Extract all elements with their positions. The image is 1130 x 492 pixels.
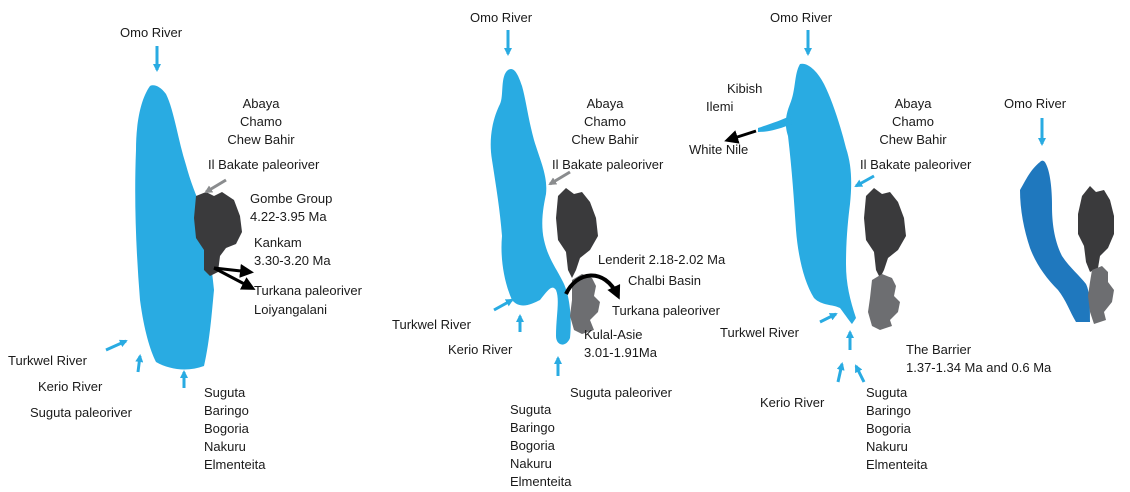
p2-chew-bahir-label: Chew Bahir (571, 132, 639, 147)
p3-turkwel-arrow (819, 312, 838, 324)
p1-lake (135, 85, 214, 370)
p3-kerio-label: Kerio River (760, 395, 825, 410)
p3-nakuru-label: Nakuru (866, 439, 908, 454)
p1-kerio-arrow (135, 354, 144, 373)
p3-bogoria-label: Bogoria (866, 421, 911, 436)
p2-il-bakate-arrow (548, 170, 571, 186)
p1-north-lakes: Abaya Chamo Chew Bahir (216, 95, 306, 149)
p4-lake (1020, 160, 1090, 322)
p1-abaya-label: Abaya (242, 96, 280, 111)
p1-chamo-label: Chamo (240, 114, 282, 129)
p1-kankam-arrow-2 (213, 266, 256, 290)
p1-chew-bahir-label: Chew Bahir (227, 132, 295, 147)
p2-abaya-label: Abaya (586, 96, 624, 111)
p2-turkwel-label: Turkwel River (392, 317, 471, 332)
p2-kerio-label: Kerio River (448, 342, 513, 357)
p1-baringo-label: Baringo (204, 403, 249, 418)
p1-il-bakate-label: Il Bakate paleoriver (208, 157, 320, 172)
p1-kankam-arrow-1 (213, 263, 254, 278)
p3-turkwel-label: Turkwel River (720, 325, 799, 340)
p3-kibish-label: Kibish (727, 81, 763, 96)
p1-gombe-block: Gombe Group 4.22-3.95 Ma (250, 190, 332, 226)
p2-bogoria-label: Bogoria (510, 438, 555, 453)
p1-turkana-paleo-label: Turkana paleoriver (254, 283, 362, 298)
p3-chew-bahir-label: Chew Bahir (879, 132, 947, 147)
p2-nakuru-label: Nakuru (510, 456, 552, 471)
p3-chamo-label: Chamo (892, 114, 934, 129)
p3-white-nile-arrow (724, 129, 757, 144)
p1-loiyangalani-label: Loiyangalani (254, 302, 328, 317)
p3-barrier-volcanic (868, 274, 900, 330)
p3-kibish-channel (758, 116, 792, 132)
p1-suguta-paleo-label: Suguta paleoriver (30, 405, 132, 420)
p2-kulal-volcanic (570, 274, 600, 334)
p2-turkwel-arrow (493, 298, 514, 312)
p3-volcanic-dark (864, 188, 906, 278)
p3-il-bakate-label: Il Bakate paleoriver (860, 157, 972, 172)
p3-il-bakate-arrow (854, 174, 875, 188)
p4-volcanic-mid (1088, 266, 1114, 324)
p1-bogoria-label: Bogoria (204, 421, 249, 436)
p1-kankam-age: 3.30-3.20 Ma (254, 253, 331, 268)
p2-chamo-label: Chamo (584, 114, 626, 129)
p2-il-bakate-label: Il Bakate paleoriver (552, 157, 664, 172)
p3-lake (785, 63, 856, 324)
p3-baringo-label: Baringo (866, 403, 911, 418)
p2-lake (490, 68, 571, 345)
p1-nakuru-label: Nakuru (204, 439, 246, 454)
p1-omo-label: Omo River (120, 25, 183, 40)
p3-north-lakes: Abaya Chamo Chew Bahir (868, 95, 958, 149)
p3-kerio-arrow (836, 362, 845, 383)
p1-kerio-label: Kerio River (38, 379, 103, 394)
p3-suguta-label: Suguta (866, 385, 908, 400)
p2-lenderit-arrow (564, 273, 621, 300)
p3-white-nile-label: White Nile (689, 142, 749, 157)
p3-barrier-age: 1.37-1.34 Ma and 0.6 Ma (906, 360, 1052, 375)
p3-ilemi-label: Ilemi (706, 99, 734, 114)
p2-lenderit-label: Lenderit 2.18-2.02 Ma (598, 252, 726, 267)
p4-omo-label: Omo River (1004, 96, 1067, 111)
p1-elmenteita-label: Elmenteita (204, 457, 266, 472)
p1-south-lakes: Suguta Baringo Bogoria Nakuru Elmenteita (204, 384, 265, 474)
p2-turkana-paleo-label: Turkana paleoriver (612, 303, 720, 318)
p2-suguta-paleo-label: Suguta paleoriver (570, 385, 672, 400)
p1-turkwel-label: Turkwel River (8, 353, 87, 368)
p2-kulal-age: 3.01-1.91Ma (584, 345, 657, 360)
p3-abaya-label: Abaya (894, 96, 932, 111)
p3-omo-label: Omo River (770, 10, 833, 25)
p1-turkwel-arrow (105, 339, 128, 352)
p3-suguta-arrow (854, 364, 866, 383)
p2-suguta-label: Suguta (510, 402, 552, 417)
p1-kankam-label: Kankam (254, 235, 302, 250)
p2-chalbi-label: Chalbi Basin (628, 273, 701, 288)
p3-barrier-block: The Barrier 1.37-1.34 Ma and 0.6 Ma (906, 341, 1051, 377)
p2-kulal-label: Kulal-Asie (584, 327, 643, 342)
p1-gombe-volcanic (194, 192, 242, 276)
p2-kulal-block: Kulal-Asie 3.01-1.91Ma (584, 326, 657, 362)
p1-gombe-age: 4.22-3.95 Ma (250, 209, 327, 224)
p2-omo-label: Omo River (470, 10, 533, 25)
p2-volcanic-dark (556, 188, 598, 278)
p4-volcanic-dark (1078, 186, 1114, 272)
p3-elmenteita-label: Elmenteita (866, 457, 928, 472)
p2-baringo-label: Baringo (510, 420, 555, 435)
p3-south-lakes: Suguta Baringo Bogoria Nakuru Elmenteita (866, 384, 927, 474)
p2-elmenteita-label: Elmenteita (510, 474, 572, 489)
p1-kankam-block: Kankam 3.30-3.20 Ma (254, 234, 331, 270)
p1-il-bakate-arrow (204, 178, 227, 194)
p1-gombe-label: Gombe Group (250, 191, 333, 206)
p2-north-lakes: Abaya Chamo Chew Bahir (560, 95, 650, 149)
p2-south-lakes: Suguta Baringo Bogoria Nakuru Elmenteita (510, 401, 571, 491)
p1-suguta-label: Suguta (204, 385, 246, 400)
p3-barrier-label: The Barrier (906, 342, 972, 357)
